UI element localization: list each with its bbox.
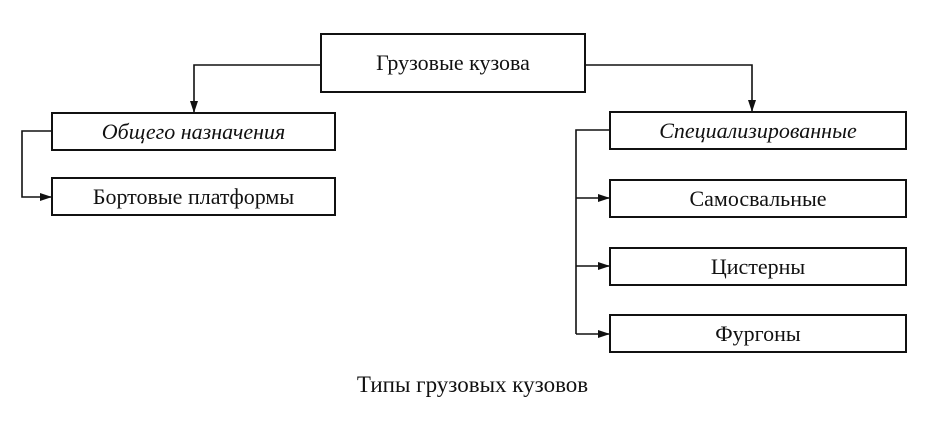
- arrow-general-to-platform: [21, 130, 52, 201]
- arrow-root-to-general: [190, 64, 320, 113]
- dump-body-label: Самосвальные: [689, 185, 827, 211]
- figure-caption: Типы грузовых кузовов: [356, 372, 589, 397]
- dump-body-node: Самосвальные: [609, 179, 907, 218]
- root-node-label: Грузовые кузова: [376, 50, 530, 75]
- general-purpose-node: Общего назначения: [51, 112, 336, 151]
- specialized-node: Специализированные: [609, 111, 907, 150]
- flatbed-platform-label: Бортовые платформы: [92, 183, 295, 209]
- van-body-node: Фургоны: [609, 314, 907, 353]
- van-body-label: Фургоны: [715, 320, 801, 346]
- general-purpose-label: Общего назначения: [101, 118, 286, 144]
- root-node: Грузовые кузова: [320, 33, 586, 93]
- flatbed-platform-node: Бортовые платформы: [51, 177, 336, 216]
- specialized-label: Специализированные: [659, 117, 857, 143]
- tank-body-node: Цистерны: [609, 247, 907, 286]
- tank-body-label: Цистерны: [710, 253, 806, 279]
- arrow-root-to-specialized: [586, 64, 756, 112]
- specialized-trunk-line: [575, 129, 609, 334]
